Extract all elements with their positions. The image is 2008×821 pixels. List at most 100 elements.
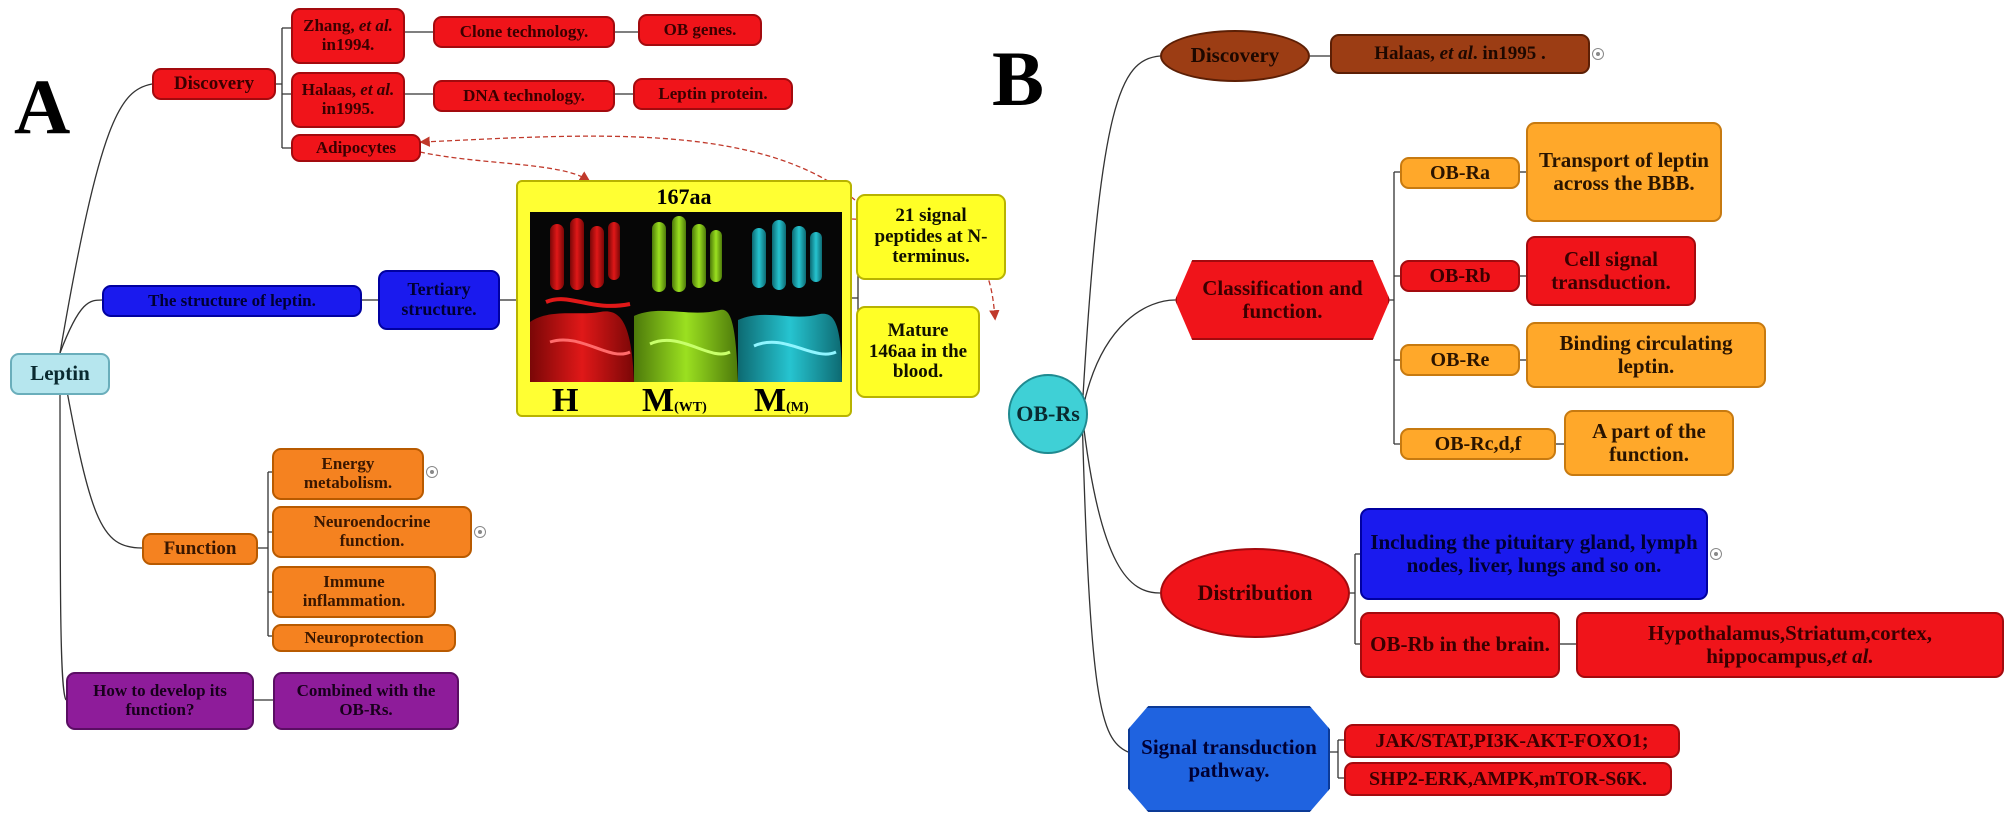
ob-genes-node[interactable]: OB genes. (638, 14, 762, 46)
how-develop-label: How to develop its function? (93, 681, 227, 719)
clone-technology-node[interactable]: Clone technology. (433, 16, 615, 48)
edge-leptin-discovery (59, 83, 153, 354)
signal-peptides-node[interactable]: 21 signal peptides at N-terminus. (856, 194, 1006, 280)
combined-label: Combined with the OB-Rs. (296, 681, 436, 719)
ob-rcdf-label: OB-Rc,d,f (1434, 433, 1522, 455)
label-mouse-m: M(M) (754, 382, 809, 419)
obrs-root-label: OB-Rs (1016, 400, 1080, 426)
arrow-adipocytes-protein (419, 151, 591, 182)
protein-structure-box: 167aa (516, 180, 852, 419)
ob-rcdf-desc-label: A part of the function. (1592, 418, 1706, 466)
panel-letter-b: B (992, 35, 1045, 122)
edge-obrs-distribution (1081, 412, 1161, 594)
protein-structure-image (530, 212, 842, 382)
neuroendocrine-node[interactable]: Neuroendocrine function. (272, 506, 472, 558)
tertiary-structure-node[interactable]: Tertiary structure. (378, 270, 500, 330)
surface-structures (530, 309, 842, 382)
adipocytes-label: Adipocytes (315, 137, 397, 157)
brain-regions-node[interactable]: Hypothalamus,Striatum,cortex, hippocampu… (1576, 612, 2004, 678)
halaas-label-a: Halaas, et al.in1995. (301, 80, 395, 118)
function-node[interactable]: Function (142, 533, 258, 565)
ob-rb-node[interactable]: OB-Rb (1400, 260, 1520, 292)
how-develop-node[interactable]: How to develop its function? (66, 672, 254, 730)
edge-function-children (258, 471, 272, 637)
ob-ra-label: OB-Ra (1430, 162, 1490, 184)
edge-leptin-function (59, 352, 143, 549)
halaas-node-b[interactable]: Halaas, et al. in1995 . (1330, 34, 1590, 74)
label-mouse-wt: M(WT) (642, 382, 707, 419)
collapse-marker-including[interactable] (1710, 548, 1722, 560)
edge-leptin-how (59, 352, 67, 701)
ob-rb-label: OB-Rb (1429, 265, 1491, 287)
ob-ra-desc-label: Transport of leptin across the BBB. (1539, 147, 1709, 195)
edge-obrs-classification (1081, 299, 1176, 414)
adipocytes-node[interactable]: Adipocytes (291, 134, 421, 162)
energy-metabolism-label: Energy metabolism. (303, 454, 393, 492)
label-human: H (552, 382, 579, 419)
discovery-node-b[interactable]: Discovery (1160, 30, 1310, 82)
obrb-brain-node[interactable]: OB-Rb in the brain. (1360, 612, 1560, 678)
including-label: Including the pituitary gland, lymph nod… (1370, 529, 1698, 577)
signal-peptides-label: 21 signal peptides at N-terminus. (874, 204, 988, 268)
ob-rb-desc-node[interactable]: Cell signal transduction. (1526, 236, 1696, 306)
pathway-2-node[interactable]: SHP2-ERK,AMPK,mTOR-S6K. (1344, 762, 1672, 796)
human-helix-structure (545, 218, 631, 308)
ob-rcdf-desc-node[interactable]: A part of the function. (1564, 410, 1734, 476)
edge-discovery-children (276, 27, 291, 149)
mature-node[interactable]: Mature 146aa in the blood. (856, 306, 980, 398)
neuroprotection-label: Neuroprotection (304, 627, 424, 647)
mouse-wt-helix-structure (652, 216, 722, 292)
obrs-root-node[interactable]: OB-Rs (1008, 374, 1088, 454)
structure-node[interactable]: The structure of leptin. (102, 285, 362, 317)
ob-re-desc-label: Binding circulating leptin. (1559, 330, 1733, 378)
discovery-node-a[interactable]: Discovery (152, 68, 276, 100)
edge-signal-children (1330, 739, 1344, 779)
arrow-signal-adipocytes (419, 135, 856, 201)
leptin-protein-node[interactable]: Leptin protein. (633, 78, 793, 110)
edge-obrs-signal (1081, 412, 1129, 753)
distribution-node[interactable]: Distribution (1160, 548, 1350, 638)
ob-re-desc-node[interactable]: Binding circulating leptin. (1526, 322, 1766, 388)
neuroprotection-node[interactable]: Neuroprotection (272, 624, 456, 652)
panel-letter-a: A (14, 63, 71, 150)
dna-technology-label: DNA technology. (463, 85, 585, 105)
edge-classification-children (1390, 171, 1400, 445)
signal-pathway-node[interactable]: Signal transduction pathway. (1128, 706, 1330, 812)
collapse-marker-energy[interactable] (426, 466, 438, 478)
immune-label: Immune inflammation. (302, 572, 406, 610)
immune-node[interactable]: Immune inflammation. (272, 566, 436, 618)
function-label: Function (163, 537, 237, 559)
edge-leptin-structure (59, 299, 103, 354)
structure-label: The structure of leptin. (148, 290, 316, 310)
zhang-node[interactable]: Zhang, et al.in1994. (291, 8, 405, 64)
leptin-root-node[interactable]: Leptin (10, 353, 110, 395)
obrb-brain-label: OB-Rb in the brain. (1370, 632, 1550, 657)
clone-technology-label: Clone technology. (459, 21, 589, 41)
leptin-protein-label: Leptin protein. (658, 83, 768, 103)
combined-node[interactable]: Combined with the OB-Rs. (273, 672, 459, 730)
classification-label: Classification and function. (1202, 275, 1363, 323)
brain-regions-label: Hypothalamus,Striatum,cortex, hippocampu… (1647, 620, 1933, 668)
edge-obrs-discovery (1081, 55, 1161, 414)
protein-structure-title: 167aa (656, 184, 712, 209)
distribution-label: Distribution (1197, 579, 1313, 605)
collapse-marker-halaas-b[interactable] (1592, 48, 1604, 60)
ob-ra-desc-node[interactable]: Transport of leptin across the BBB. (1526, 122, 1722, 222)
ob-ra-node[interactable]: OB-Ra (1400, 157, 1520, 189)
ob-genes-label: OB genes. (663, 19, 737, 39)
energy-metabolism-node[interactable]: Energy metabolism. (272, 448, 424, 500)
pathway-1-label: JAK/STAT,PI3K-AKT-FOXO1; (1375, 730, 1649, 752)
halaas-node-a[interactable]: Halaas, et al.in1995. (291, 72, 405, 128)
including-node[interactable]: Including the pituitary gland, lymph nod… (1360, 508, 1708, 600)
ob-rcdf-node[interactable]: OB-Rc,d,f (1400, 428, 1556, 460)
dna-technology-node[interactable]: DNA technology. (433, 80, 615, 112)
mouse-m-helix-structure (752, 220, 822, 290)
ob-rb-desc-label: Cell signal transduction. (1551, 246, 1671, 294)
classification-node[interactable]: Classification and function. (1175, 260, 1390, 340)
halaas-label-b: Halaas, et al. in1995 . (1374, 42, 1546, 64)
pathway-1-node[interactable]: JAK/STAT,PI3K-AKT-FOXO1; (1344, 724, 1680, 758)
neuroendocrine-label: Neuroendocrine function. (313, 512, 431, 550)
ob-re-node[interactable]: OB-Re (1400, 344, 1520, 376)
collapse-marker-neuroendocrine[interactable] (474, 526, 486, 538)
